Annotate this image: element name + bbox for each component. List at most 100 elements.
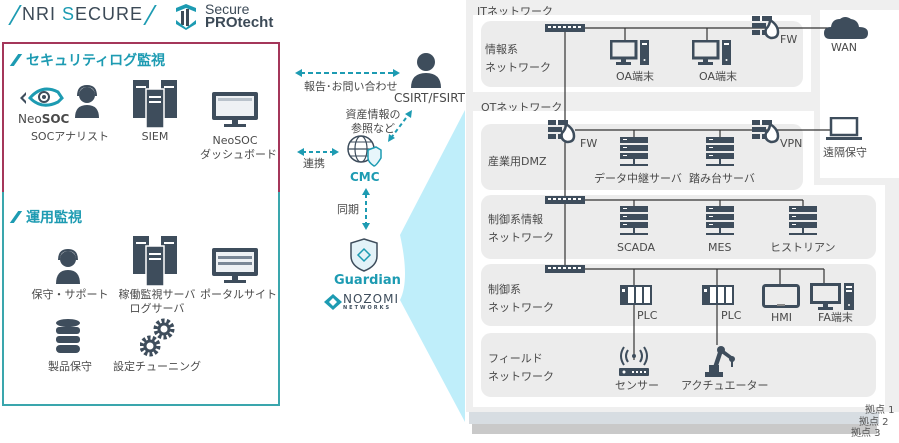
logo-slash: [143, 5, 157, 26]
logo-text-nri: NRI: [22, 4, 62, 24]
it-fw-label: FW: [780, 33, 798, 46]
dmz-label: 産業用DMZ: [488, 155, 547, 168]
site-1-label: 拠点 1: [865, 405, 895, 416]
label-line2: ネットワーク: [488, 301, 554, 314]
oa-terminal-icon: [692, 40, 731, 65]
nozomi-networks-text: NETWORKS: [343, 305, 392, 311]
plc-label: PLC: [637, 309, 658, 322]
switch-icon: [545, 265, 585, 273]
title-text: セキュリティログ監視: [26, 53, 166, 69]
label-line2: ログサーバ: [129, 302, 185, 315]
nozomi-text: NOZOMI: [343, 292, 399, 306]
field-label: フィールドネットワーク: [488, 350, 554, 386]
asset-info-label: 資産情報の参照など: [343, 108, 403, 136]
wan-label: WAN: [831, 41, 858, 54]
jump-server-label: 踏み台サーバ: [689, 172, 755, 185]
visibility-funnel: [400, 110, 465, 422]
actuator-label: アクチュエーター: [681, 379, 769, 392]
link-arrow: [297, 148, 339, 156]
label-line2: ネットワーク: [488, 231, 554, 244]
title-text: 運用監視: [26, 210, 82, 226]
nozomi-logo-icon: [324, 294, 342, 310]
switch-icon: [545, 196, 585, 204]
label-line2: ダッシュボード: [200, 148, 277, 161]
neosoc-logo-text: NeoSOC: [18, 112, 69, 126]
mes-server-icon: [706, 206, 734, 235]
plc-icon: [620, 285, 652, 305]
logo-line2: PROtecht: [205, 14, 274, 31]
scada-server-icon: [620, 206, 648, 235]
neosoc-eye-icon: [20, 87, 64, 107]
operations-monitoring-panel: [2, 192, 280, 406]
ot-network-title: OTネットワーク: [481, 101, 563, 114]
portal-label: ポータルサイト: [200, 288, 277, 301]
headset-operator-icon: [75, 84, 99, 118]
plc-label: PLC: [721, 309, 742, 322]
sensor-label: センサー: [615, 379, 659, 392]
gears-icon: [140, 318, 175, 357]
cmc-globe-shield-icon: [347, 135, 382, 167]
logo-line1: Secure: [205, 1, 250, 17]
soc-analyst-label: SOCアナリスト: [30, 130, 110, 143]
label-line2: 参照など: [351, 122, 395, 135]
site-3-layer: [472, 423, 877, 434]
report-label: 報告･お問い合わせ: [304, 80, 398, 93]
link-label: 連携: [303, 157, 325, 170]
logo-text-ecure: ECURE: [75, 4, 144, 24]
remote-maintenance-label: 遠隔保守: [823, 146, 867, 159]
logo-slash: [8, 5, 22, 26]
siem-server-icon: [133, 80, 177, 128]
sync-arrow: [362, 188, 370, 230]
sensor-icon: [619, 346, 649, 376]
oa-terminal-icon: [610, 40, 649, 65]
site-2-layer: [469, 412, 879, 424]
asset-info-arrow: [388, 110, 412, 142]
it-network-title: ITネットワーク: [477, 5, 553, 18]
field-segment: [481, 333, 876, 397]
security-log-panel-title: セキュリティログ監視: [9, 50, 166, 70]
relay-server-label: データ中継サーバ: [594, 172, 682, 185]
label-line1: 制御系情報: [488, 213, 543, 226]
secure-protecht-logo: Secure PROtecht: [205, 2, 273, 30]
cmc-label: CMC: [350, 170, 380, 184]
support-label: 保守・サポート: [31, 288, 109, 301]
label-line1: 情報系: [485, 43, 518, 56]
guardian-label: Guardian: [334, 273, 401, 288]
scada-label: SCADA: [617, 241, 655, 254]
dashboard-monitor-icon: [212, 92, 258, 127]
fa-terminal-label: FA端末: [818, 311, 853, 324]
database-icon: [56, 319, 80, 353]
sync-label: 同期: [337, 203, 359, 216]
csirt-person-icon: [411, 53, 441, 88]
label-line1: NeoSOC: [212, 134, 258, 147]
vpn-label: VPN: [780, 137, 803, 150]
firewall-icon: [548, 120, 576, 144]
jump-server-icon: [706, 137, 734, 166]
headset-operator-icon: [56, 248, 80, 284]
site-cutout-top: [810, 0, 899, 10]
label-line1: 稼働監視サーバ: [118, 288, 196, 301]
mes-label: MES: [708, 241, 732, 254]
label-line2: ネットワーク: [485, 61, 551, 74]
hmi-label: HMI: [771, 311, 793, 324]
neosoc-suffix: SOC: [41, 112, 70, 126]
tuning-label: 設定チューニング: [113, 360, 201, 373]
label-line2: ネットワーク: [488, 370, 554, 383]
secure-protecht-logo-icon: [176, 4, 196, 30]
guardian-shield-icon: [350, 238, 378, 272]
plc-icon: [702, 285, 734, 305]
site-3-label: 拠点 3: [851, 428, 881, 439]
historian-server-icon: [789, 206, 817, 235]
label-line1: 資産情報の: [345, 108, 401, 121]
site-2-label: 拠点 2: [859, 417, 889, 428]
ot-fw-label: FW: [580, 137, 598, 150]
info-network-label: 情報系ネットワーク: [485, 41, 551, 77]
report-arrow: [295, 69, 400, 77]
portal-monitor-icon: [212, 248, 258, 283]
hmi-panel-icon: [762, 284, 800, 308]
monitoring-server-icon: [133, 236, 177, 286]
fa-terminal-icon: [810, 283, 854, 310]
logo-text-s: S: [62, 4, 76, 24]
siem-label: SIEM: [141, 130, 169, 143]
